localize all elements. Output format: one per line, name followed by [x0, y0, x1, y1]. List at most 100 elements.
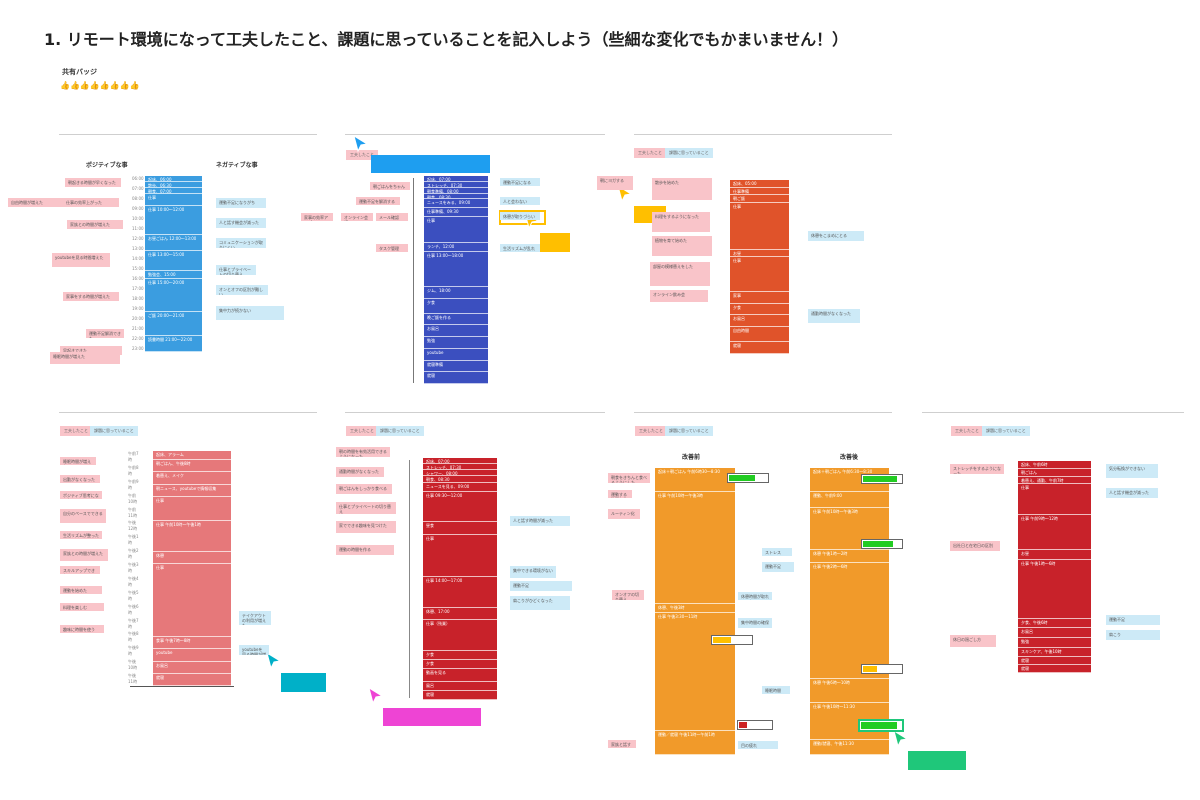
sticky-note[interactable]: 肩こりがひどくなった	[510, 596, 570, 610]
sticky-note[interactable]: 運動不足を解消する	[356, 197, 400, 205]
schedule-block[interactable]: 散歩、06:30	[145, 182, 202, 189]
sticky-note[interactable]: 植物を育て始めた	[652, 236, 712, 256]
sticky-note[interactable]: 生活リズムが整った	[60, 531, 102, 539]
sticky-note[interactable]: 出社日と在宅日の区別	[950, 541, 1000, 551]
schedule-block[interactable]: 就寝準備	[424, 360, 488, 373]
sticky-note[interactable]: 朝にヨガする	[597, 176, 633, 190]
schedule-block[interactable]: 夕食	[423, 660, 497, 670]
schedule-block[interactable]: ニュースをみる、09:00	[424, 199, 488, 209]
sticky-note[interactable]: 集中できる環境がない	[510, 566, 556, 578]
schedule-block[interactable]: 休憩	[153, 551, 231, 564]
sticky-note[interactable]: ストレス	[762, 548, 792, 556]
schedule-block[interactable]: 仕事 13:00〜15:00	[145, 250, 202, 272]
schedule-block[interactable]: 自由時間	[730, 326, 789, 343]
sticky-note[interactable]: 気分転換ができない	[1106, 464, 1158, 478]
sticky-note[interactable]: 料理をするようになった	[652, 212, 710, 232]
sticky-note[interactable]: オンオフの切り替え	[612, 590, 644, 600]
sticky-note[interactable]: youtubeを見る時間増えた	[52, 253, 110, 267]
sticky-note[interactable]: 運動不足	[1106, 615, 1160, 625]
sticky-note[interactable]: 肩こり	[1106, 630, 1160, 640]
sticky-note[interactable]: テイクアウトの利用が増えた	[239, 611, 271, 625]
schedule-block[interactable]: ニュースを見る、09:00	[423, 482, 497, 492]
sticky-note[interactable]: 運動不足	[762, 562, 794, 572]
sticky-note[interactable]: 運動を始めた	[60, 586, 102, 594]
badge-row[interactable]: 👍👍👍👍👍👍👍👍	[60, 81, 140, 90]
schedule-block[interactable]: 勉強	[1018, 637, 1091, 648]
sticky-note[interactable]: 休日の過ごし方	[950, 635, 996, 647]
progress-widget-4[interactable]	[711, 635, 753, 645]
sticky-note[interactable]: 家族との時間が増えた	[67, 220, 123, 229]
sticky-note[interactable]: 睡眠時間	[762, 686, 790, 694]
schedule-block[interactable]: 仕事	[153, 563, 231, 638]
sticky-note[interactable]: 運動する時間を作った	[608, 490, 632, 498]
sticky-note[interactable]: タスク管理	[376, 244, 408, 252]
sticky-note[interactable]: 生活リズムが乱れる	[500, 244, 540, 252]
schedule-block[interactable]: 就寝	[730, 342, 789, 354]
sticky-note[interactable]: 出勤がなくなった	[60, 475, 100, 483]
sticky-note[interactable]: コミュニケーションが取りにくい	[216, 238, 266, 248]
sticky-note[interactable]: メール確認	[376, 213, 408, 221]
schedule-block[interactable]: お昼	[1018, 550, 1091, 561]
schedule-block[interactable]: 勉強	[424, 337, 488, 349]
schedule-block[interactable]: 朝ごはん	[1018, 468, 1091, 477]
schedule-block[interactable]: 就寝	[1018, 657, 1091, 666]
progress-widget-6[interactable]	[737, 720, 773, 730]
sticky-note[interactable]: 通勤時間がなくなった	[808, 309, 860, 323]
sticky-note[interactable]: 部屋の模様替えをした	[650, 262, 710, 286]
schedule-block[interactable]: 就寝	[1018, 665, 1091, 673]
sticky-note[interactable]: ルーティン化	[608, 509, 640, 519]
sticky-note[interactable]: 朝起きる時間が早くなった	[65, 178, 121, 187]
schedule-block[interactable]: 起床、05:00	[730, 180, 789, 188]
schedule-block[interactable]: 仕事 13:00〜18:00	[424, 252, 488, 288]
sticky-note[interactable]: 運動不足解消できた	[86, 329, 124, 338]
sticky-note[interactable]: 家でできる趣味を見つけた	[336, 521, 396, 533]
sticky-note[interactable]: 運動の時間を作る	[336, 545, 394, 555]
sticky-note[interactable]: 散歩を始めた	[652, 178, 712, 200]
schedule-block[interactable]: 休憩、17:00	[423, 608, 497, 621]
schedule-block[interactable]: 仕事 15:00〜20:00	[145, 279, 202, 312]
sticky-note[interactable]: 睡眠時間が増えた	[50, 352, 120, 364]
schedule-block[interactable]: 仕事準備	[730, 187, 789, 196]
schedule-block[interactable]: ストレッチ、07:30	[423, 464, 497, 471]
sticky-note[interactable]: 人と話す機会が減った	[216, 218, 266, 228]
schedule-block[interactable]: 起床＋朝ごはん 午前6:30〜8:30	[810, 468, 889, 493]
sticky-note[interactable]: 朝ごはんをちゃんと食べる	[370, 182, 410, 190]
sticky-note[interactable]: 通勤時間がなくなった	[336, 467, 384, 477]
schedule-block[interactable]: 仕事 10:00〜12:00	[145, 206, 202, 235]
schedule-block[interactable]: 朝食準備、08:00	[424, 187, 488, 194]
schedule-block[interactable]: 運動／就寝 午後11時〜午前1時	[655, 731, 735, 755]
schedule-block[interactable]: 就寝	[153, 673, 231, 686]
schedule-block[interactable]: 仕事（残業）	[423, 620, 497, 651]
schedule-block[interactable]: お風呂	[1018, 628, 1091, 638]
schedule-block[interactable]: 夕食	[730, 303, 789, 316]
sticky-note[interactable]: 睡眠時間が増えた	[60, 457, 96, 465]
sticky-note[interactable]: 運動不足になりがち	[216, 198, 266, 208]
schedule-block[interactable]: お昼	[730, 249, 789, 258]
schedule-block[interactable]: 風呂	[423, 681, 497, 691]
sticky-note[interactable]: 料理を楽しむ	[60, 603, 104, 611]
sticky-note[interactable]: 目の疲れ	[738, 741, 778, 749]
schedule-block[interactable]: 着替え、通勤、午前7時	[1018, 476, 1091, 485]
schedule-block[interactable]: 起床、07:00	[424, 176, 488, 182]
schedule-block[interactable]: 朝食、07:00	[145, 188, 202, 195]
schedule-block[interactable]: 着替え、メイク	[153, 472, 231, 485]
schedule-block[interactable]: 仕事 午前9時〜12時	[1018, 515, 1091, 551]
schedule-block[interactable]: 就寝	[424, 372, 488, 384]
schedule-block[interactable]: 運動/就寝、午後11:30	[810, 739, 889, 755]
schedule-block[interactable]: 仕事 午前10時〜午後3時	[655, 491, 735, 605]
schedule-block[interactable]: 休憩 午後6時〜10時	[810, 678, 889, 704]
sticky-note[interactable]: オンライン会議	[341, 213, 373, 221]
sticky-note[interactable]: 朝食をきちんと食べるようにした	[608, 473, 650, 483]
schedule-block[interactable]: 家事	[730, 292, 789, 304]
schedule-block[interactable]: 仕事	[424, 217, 488, 244]
schedule-block[interactable]: 仕事 午前10時〜午後1時	[153, 521, 231, 552]
sticky-note[interactable]: 人と話す機会が減った	[1106, 488, 1158, 498]
schedule-block[interactable]: 勉強会、15:00	[145, 271, 202, 280]
schedule-block[interactable]: 仕事	[423, 534, 497, 578]
sticky-note[interactable]: 朝ごはんをしっかり食べる	[336, 484, 392, 494]
schedule-block[interactable]: 夕食、午後6時	[1018, 618, 1091, 629]
sticky-note[interactable]: 人と会わない	[500, 197, 540, 205]
sticky-note[interactable]: 集中力が続かない	[216, 306, 284, 320]
schedule-block[interactable]: 朝ごはん、午後8時	[153, 460, 231, 473]
progress-widget-5[interactable]	[861, 664, 903, 674]
